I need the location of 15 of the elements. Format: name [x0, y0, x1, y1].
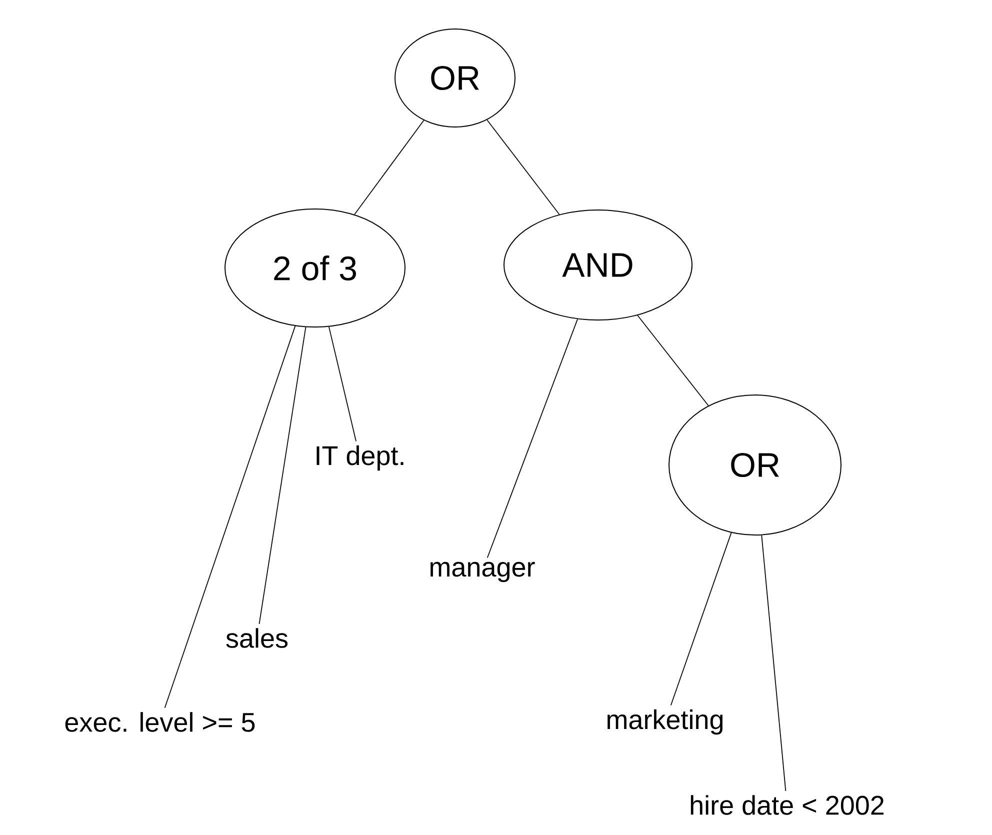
condition-label: hire date < 2002	[690, 795, 884, 815]
connector-line	[328, 326, 356, 442]
connector-line	[486, 120, 560, 215]
condition-label: manager	[430, 562, 535, 582]
condition-label: sales	[226, 628, 288, 648]
connector-line	[354, 120, 424, 215]
condition-label: exec. level >= 5	[65, 712, 255, 732]
connector-line	[486, 318, 578, 558]
connector-line	[258, 326, 306, 624]
connector-line	[637, 314, 709, 406]
connector-line	[670, 532, 732, 706]
condition-label: IT dept.	[316, 445, 404, 471]
connector-line	[761, 534, 786, 792]
connector-line	[164, 326, 296, 708]
condition-label: marketing	[608, 709, 723, 735]
